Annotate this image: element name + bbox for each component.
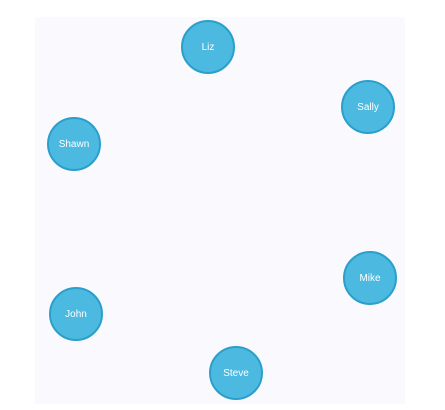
- node-liz[interactable]: Liz: [181, 20, 235, 74]
- node-label: Sally: [357, 101, 379, 113]
- node-label: Mike: [359, 272, 381, 284]
- node-shawn[interactable]: Shawn: [47, 117, 101, 171]
- node-label: Steve: [223, 367, 249, 379]
- node-mike[interactable]: Mike: [343, 251, 397, 305]
- graph-canvas[interactable]: Liz Sally Shawn Mike John Steve: [35, 17, 405, 404]
- node-label: John: [65, 308, 87, 320]
- node-steve[interactable]: Steve: [209, 346, 263, 400]
- node-label: Shawn: [58, 138, 90, 150]
- node-sally[interactable]: Sally: [341, 80, 395, 134]
- node-john[interactable]: John: [49, 287, 103, 341]
- node-label: Liz: [201, 41, 215, 53]
